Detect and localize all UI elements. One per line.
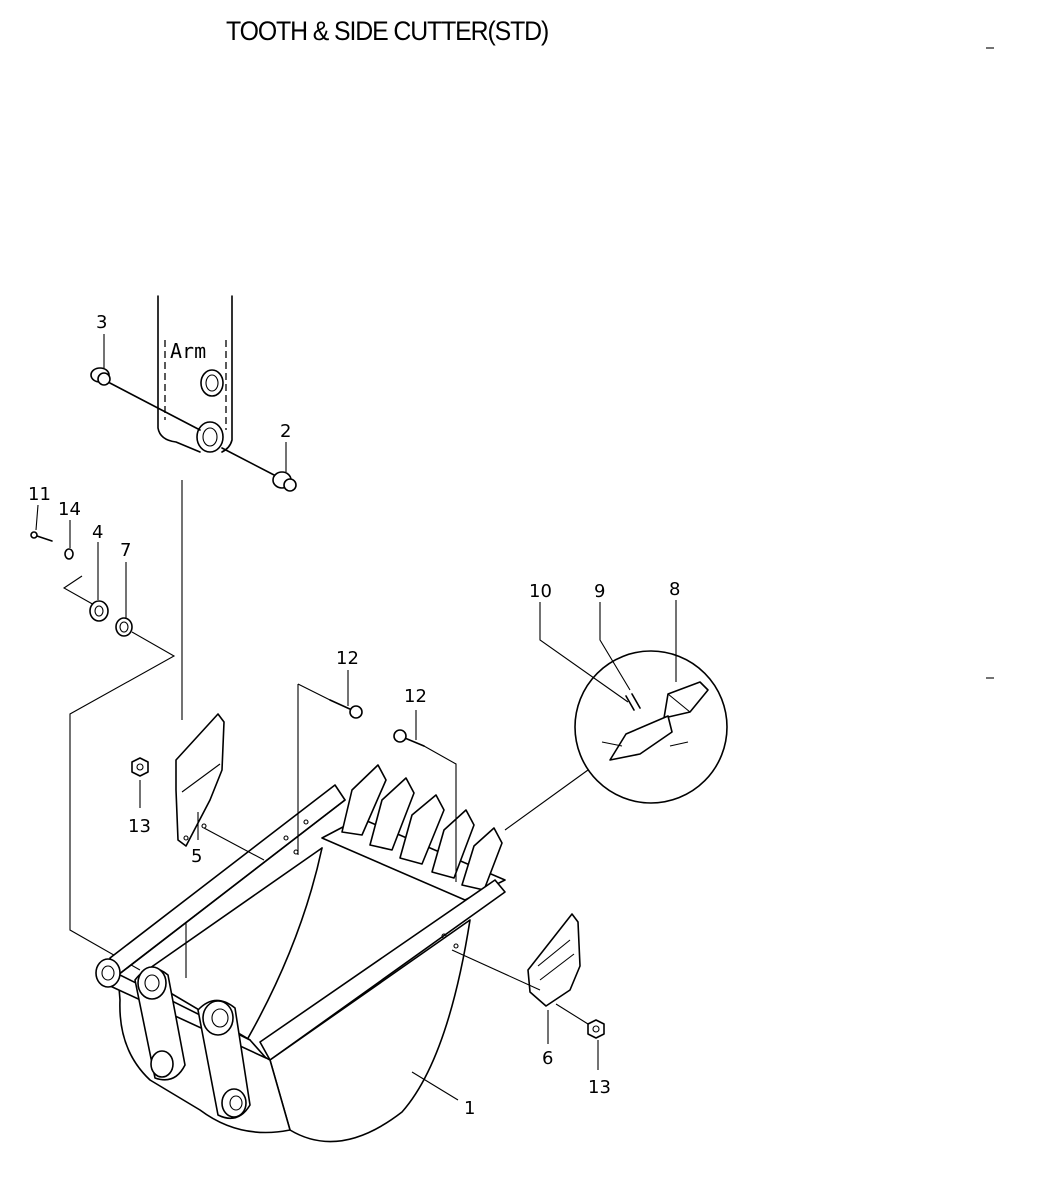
nut-13b-part bbox=[587, 1019, 605, 1039]
bolt-11-part bbox=[30, 531, 53, 542]
callout-12-lower: 12 bbox=[404, 686, 427, 707]
leader-lines bbox=[35, 334, 677, 1101]
ring-7-part bbox=[115, 617, 133, 637]
callout-7: 7 bbox=[120, 540, 131, 561]
callout-4: 4 bbox=[92, 522, 103, 543]
pin-2-part bbox=[221, 447, 297, 492]
page-title: TOOTH & SIDE CUTTER(STD) bbox=[226, 16, 549, 46]
nut-13a-part bbox=[131, 757, 149, 777]
side-cutter-6-part bbox=[451, 913, 589, 1025]
pin-3-part bbox=[90, 367, 201, 431]
callout-9: 9 bbox=[594, 581, 605, 602]
callout-1: 1 bbox=[464, 1098, 475, 1119]
arm-part: Arm bbox=[157, 295, 233, 453]
callout-12-upper: 12 bbox=[336, 648, 359, 669]
assembly-line-left bbox=[69, 631, 176, 971]
arm-label: Arm bbox=[170, 339, 206, 363]
bolt-12b-part bbox=[393, 729, 457, 882]
callout-6: 6 bbox=[542, 1048, 553, 1069]
tooth-detail-circle bbox=[504, 650, 728, 831]
callout-11: 11 bbox=[28, 484, 51, 505]
bushing-4-part bbox=[89, 600, 109, 622]
callout-13-left: 13 bbox=[128, 816, 151, 837]
bolt-12a-part bbox=[297, 683, 363, 855]
callout-13-right: 13 bbox=[588, 1077, 611, 1098]
ring-14-part bbox=[64, 548, 74, 560]
callout-10: 10 bbox=[529, 581, 552, 602]
callout-5: 5 bbox=[191, 846, 202, 867]
callout-2: 2 bbox=[280, 421, 291, 442]
callout-14: 14 bbox=[58, 499, 81, 520]
callout-3: 3 bbox=[96, 312, 107, 333]
side-cutter-5-part bbox=[175, 713, 265, 861]
bucket-part bbox=[95, 764, 506, 1143]
callout-8: 8 bbox=[669, 579, 680, 600]
